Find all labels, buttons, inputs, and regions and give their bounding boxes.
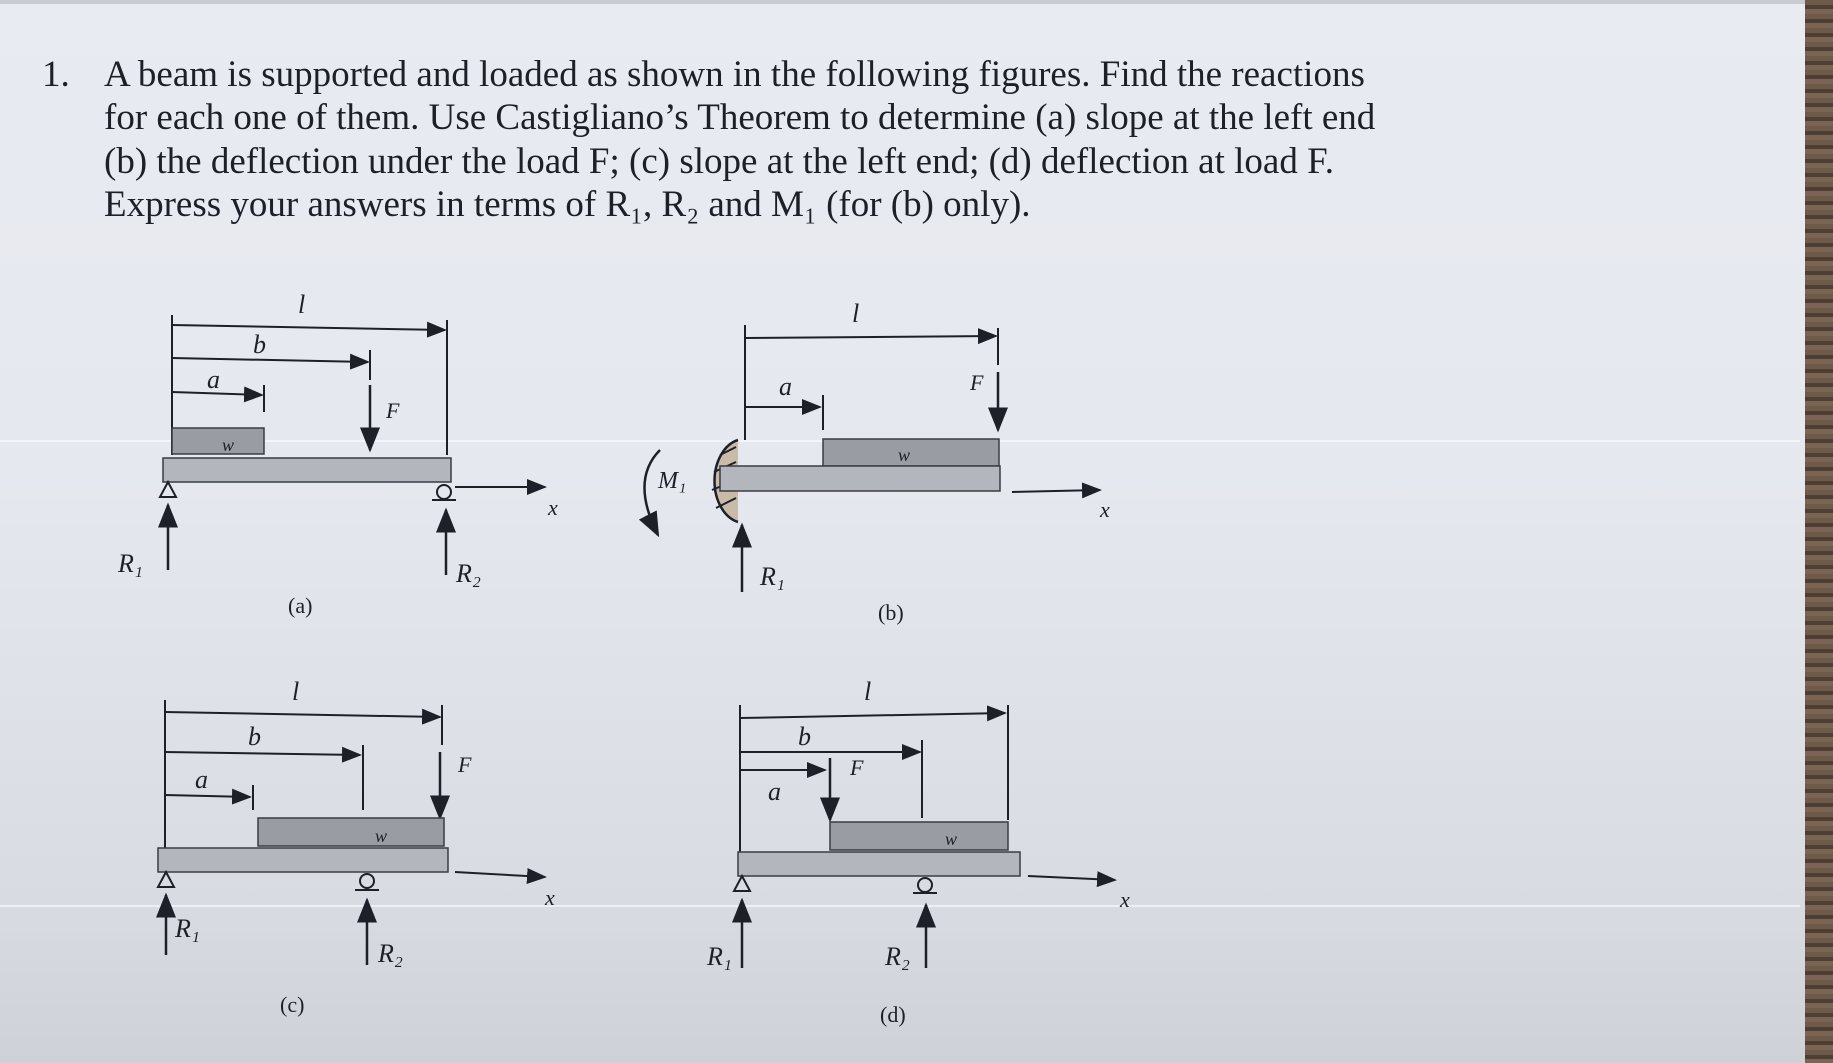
dim-label-a-a: a: [207, 365, 220, 394]
load-label-f-d: F: [849, 755, 864, 780]
beam-b: [719, 465, 1001, 492]
moment-label-m1-b: M₁: [657, 468, 686, 494]
pin-support-d: [732, 873, 752, 892]
dim-label-l-c: l: [292, 677, 299, 706]
pin-support-c: [156, 869, 176, 888]
dim-label-l-a: l: [298, 290, 305, 319]
distributed-load-a: [171, 427, 265, 455]
caption-a: (a): [288, 593, 312, 618]
roller-support-a: [436, 484, 452, 500]
roller-support-d: [917, 877, 933, 893]
pin-support-a: [158, 479, 178, 498]
problem-line: Express your answers in terms of R₁, R₂ …: [104, 184, 1031, 225]
load-label-f-a: F: [385, 398, 400, 423]
reaction-label-r1-c: R₁: [174, 914, 200, 943]
load-label-w-c: w: [375, 826, 387, 846]
paper-top-edge: [0, 0, 1833, 4]
caption-b: (b): [878, 600, 904, 625]
axis-label-x-c: x: [544, 885, 555, 910]
moment-arrow-m1-b: [638, 449, 661, 538]
reaction-label-r2-a: R₂: [455, 559, 481, 588]
dim-label-b-a: b: [253, 330, 266, 359]
paper-fold-line: [0, 905, 1800, 907]
dim-label-l-d: l: [864, 677, 871, 706]
load-label-w-a: w: [222, 435, 234, 455]
problem-line: (b) the deflection under the load F; (c)…: [104, 141, 1334, 182]
table-edge: [1805, 0, 1833, 1063]
axis-label-x-a: x: [547, 495, 558, 520]
beam-d: [737, 851, 1021, 877]
figure-a: [158, 315, 547, 575]
problem-line: for each one of them. Use Castigliano’s …: [104, 97, 1376, 138]
dim-label-b-d: b: [798, 722, 811, 751]
reaction-label-r1-b: R₁: [759, 562, 785, 591]
load-label-w-b: w: [898, 445, 910, 465]
axis-label-x-b: x: [1099, 497, 1110, 522]
beam-c: [157, 847, 449, 873]
axis-label-x-d: x: [1119, 887, 1130, 912]
dim-label-b-c: b: [248, 722, 261, 751]
reaction-label-r2-c: R₂: [377, 939, 403, 968]
reaction-label-r2-d: R₂: [884, 942, 910, 971]
distributed-load-d: [829, 821, 1009, 851]
load-label-f-c: F: [457, 752, 472, 777]
distributed-load-c: [257, 817, 445, 847]
figure-c: [156, 700, 547, 965]
reaction-label-r1-d: R₁: [706, 942, 732, 971]
problem-line: A beam is supported and loaded as shown …: [104, 54, 1365, 95]
beam-a: [162, 457, 452, 483]
caption-c: (c): [280, 992, 304, 1017]
load-label-w-d: w: [945, 829, 957, 849]
reaction-label-r1-a: R₁: [117, 549, 143, 578]
load-label-f-b: F: [969, 370, 984, 395]
problem-number: 1.: [42, 54, 70, 95]
dim-label-a-c: a: [195, 765, 208, 794]
caption-d: (d): [880, 1002, 906, 1027]
distributed-load-b: [822, 438, 1000, 467]
roller-support-c: [359, 873, 375, 889]
figure-d: [732, 705, 1117, 968]
dim-label-a-b: a: [779, 372, 792, 401]
dim-label-a-d: a: [768, 777, 781, 806]
dim-label-l-b: l: [852, 299, 859, 328]
figure-b: [638, 325, 1102, 592]
